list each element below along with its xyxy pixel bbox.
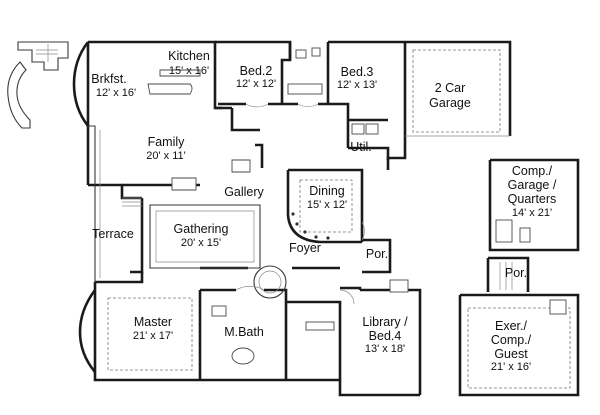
room-label-comp-garage-line3: Quarters: [508, 192, 557, 206]
room-label-family: Family: [148, 135, 186, 149]
room-dims-bed3: 12' x 13': [337, 79, 377, 91]
room-label-garage-line1: 2 Car: [435, 81, 466, 95]
room-label-kitchen: Kitchen: [168, 49, 210, 63]
room-label-bed3: Bed.3: [341, 65, 374, 79]
room-label-porch-side: Por.: [505, 266, 527, 280]
room-label-foyer: Foyer: [289, 241, 321, 255]
room-dims-exer: 21' x 16': [491, 361, 531, 373]
detail-lines: [88, 47, 571, 389]
room-label-porch-front: Por.: [366, 247, 388, 261]
room-label-terrace: Terrace: [92, 227, 134, 241]
room-label-library-line2: Bed.4: [369, 329, 402, 343]
room-label-exer-line1: Exer./: [495, 319, 527, 333]
room-label-library-line1: Library /: [362, 315, 408, 329]
room-label-garage-line2: Garage: [429, 96, 471, 110]
exterior-walls: [72, 40, 580, 397]
room-dims-library: 13' x 18': [365, 343, 405, 355]
room-dims-bed2: 12' x 12': [236, 78, 276, 90]
room-label-gathering: Gathering: [174, 222, 229, 236]
interior-walls: [122, 42, 530, 380]
room-dims-comp-garage: 14' x 21': [512, 207, 552, 219]
room-labels: Brkfst. 12' x 16' Kitchen 15' x 16' Bed.…: [91, 49, 557, 373]
room-dims-dining: 15' x 12': [307, 199, 347, 211]
room-label-comp-garage-line1: Comp./: [512, 164, 553, 178]
room-dims-brkfst: 12' x 16': [96, 87, 136, 99]
room-label-brkfst: Brkfst.: [91, 72, 126, 86]
room-label-master: Master: [134, 315, 172, 329]
room-dims-gathering: 20' x 15': [181, 237, 221, 249]
room-label-exer-line2: Comp./: [491, 333, 532, 347]
room-dims-master: 21' x 17': [133, 330, 173, 342]
room-dims-family: 20' x 11': [146, 150, 185, 162]
room-label-exer-line3: Guest: [494, 347, 528, 361]
deck-detail: [7, 41, 69, 129]
room-dims-kitchen: 15' x 16': [169, 65, 209, 77]
room-label-util: Util.: [350, 140, 372, 154]
room-label-mbath: M.Bath: [224, 325, 264, 339]
room-label-comp-garage-line2: Garage /: [508, 178, 557, 192]
room-label-dining: Dining: [309, 184, 344, 198]
room-label-bed2: Bed.2: [240, 64, 273, 78]
room-label-gallery: Gallery: [224, 185, 264, 199]
